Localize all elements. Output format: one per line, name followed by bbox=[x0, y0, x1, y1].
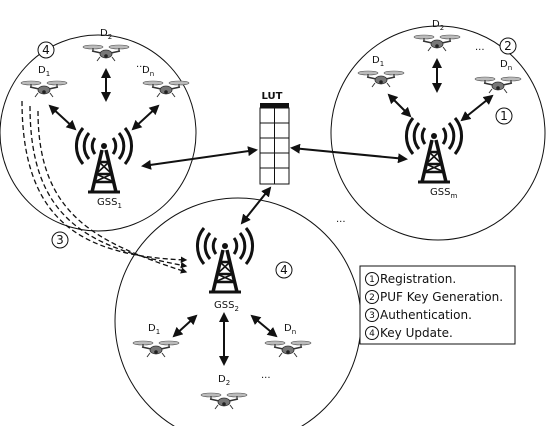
drone-label-d1-gssm: D1 bbox=[372, 55, 384, 68]
step-badge-4-gss1 bbox=[37, 41, 55, 59]
svg-text:Registration.: Registration. bbox=[380, 272, 456, 286]
drone-icon bbox=[413, 34, 461, 52]
legend-item-2: 2 PUF Key Generation. bbox=[365, 290, 503, 304]
auth-path-3 bbox=[37, 110, 188, 274]
svg-text:3: 3 bbox=[369, 311, 375, 321]
drone-label-dn-gssm: Dn bbox=[500, 59, 512, 72]
step-badge-4-gss1-num: 4 bbox=[42, 43, 50, 57]
cell-gssm: D2 ... 2 D1 Dn 1 GSSm bbox=[357, 19, 522, 200]
auth-path-1 bbox=[21, 100, 188, 264]
drone-label-d1-gss1: D1 bbox=[38, 65, 50, 78]
ellipsis-gss2: ... bbox=[261, 370, 271, 381]
legend-item-4: 4 Key Update. bbox=[365, 326, 453, 340]
step-badge-4-gss2 bbox=[275, 261, 293, 279]
legend-item-1: 1 Registration. bbox=[365, 272, 456, 286]
lut-label: LUT bbox=[262, 91, 283, 102]
drone-icon bbox=[357, 70, 405, 88]
cell-circle-gss1 bbox=[0, 34, 197, 232]
cell-gss1: 4 D2 D1 ... Dn GSS1 bbox=[20, 28, 190, 210]
svg-text:Key Update.: Key Update. bbox=[380, 326, 453, 340]
drone-icon bbox=[82, 44, 130, 62]
gss2-label: GSS2 bbox=[214, 300, 239, 313]
lut-table: LUT bbox=[259, 91, 290, 185]
step-badge-4-gss2-num: 4 bbox=[280, 263, 288, 277]
svg-text:Authentication.: Authentication. bbox=[380, 308, 472, 322]
ellipsis-gss1: ... bbox=[136, 59, 146, 70]
step-badge-3 bbox=[51, 231, 69, 249]
between-cells-ellipsis: ... bbox=[336, 214, 346, 225]
tower-icon bbox=[195, 226, 255, 294]
drone-label-dn-gss1: Dn bbox=[142, 65, 154, 78]
drone-label-dn-gss2: Dn bbox=[284, 323, 296, 336]
cell-gss2: 4 GSS2 D1 Dn D2 ... bbox=[132, 226, 312, 410]
tower-icon bbox=[74, 126, 134, 194]
svg-text:1: 1 bbox=[369, 275, 375, 285]
link-gss1-lut bbox=[141, 146, 258, 170]
step-badge-1-gssm-num: 1 bbox=[500, 109, 508, 123]
step-badge-1-gssm bbox=[495, 107, 513, 125]
drone-label-d2-gssm: D2 bbox=[432, 19, 444, 32]
gss1-label: GSS1 bbox=[97, 197, 122, 210]
drone-label-d2-gss1: D2 bbox=[100, 28, 112, 41]
drone-icon bbox=[20, 80, 68, 98]
svg-text:2: 2 bbox=[369, 293, 375, 303]
svg-text:PUF Key Generation.: PUF Key Generation. bbox=[380, 290, 503, 304]
step-badge-2-gssm bbox=[499, 37, 517, 55]
drone-label-d2-gss2: D2 bbox=[218, 374, 230, 387]
link-lut-gssm bbox=[290, 143, 408, 164]
ellipsis-gssm: ... bbox=[475, 42, 485, 53]
step-badge-3-num: 3 bbox=[56, 233, 64, 247]
legend: 1 Registration. 2 PUF Key Generation. 3 … bbox=[359, 265, 516, 345]
drone-icon bbox=[474, 76, 522, 94]
step-badge-2-gssm-num: 2 bbox=[504, 39, 512, 53]
cell-circle-gssm bbox=[330, 25, 546, 241]
svg-text:4: 4 bbox=[369, 329, 375, 339]
legend-item-3: 3 Authentication. bbox=[365, 308, 472, 322]
drone-label-d1-gss2: D1 bbox=[148, 323, 160, 336]
drone-icon bbox=[132, 340, 180, 358]
link-lut-gss2 bbox=[240, 186, 272, 225]
drone-icon bbox=[142, 80, 190, 98]
gssm-label: GSSm bbox=[430, 187, 457, 200]
tower-icon bbox=[404, 116, 464, 184]
drone-icon bbox=[200, 392, 248, 410]
drone-icon bbox=[264, 340, 312, 358]
